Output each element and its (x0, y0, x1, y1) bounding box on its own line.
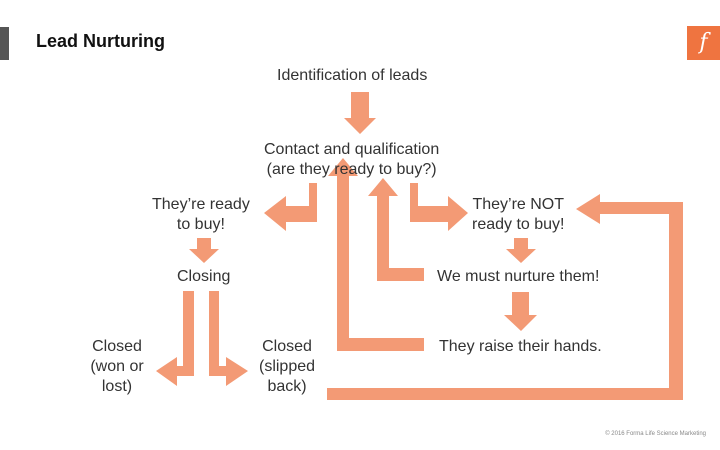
node-nurture-text: We must nurture them! (437, 268, 600, 285)
page-title: Lead Nurturing (36, 31, 165, 51)
node-ready-line1: They’re ready (152, 196, 250, 213)
arrow-closing-to-closed-won (156, 291, 194, 386)
node-not-ready-to-buy: They’re NOT ready to buy! (472, 195, 565, 235)
arrow-raise-hands-to-contact (328, 158, 424, 351)
arrow-nurture-to-contact (368, 178, 424, 281)
node-raise-hands: They raise their hands. (439, 337, 602, 357)
node-contact-line2: (are they ready to buy?) (266, 161, 437, 178)
forma-logo: f (687, 26, 720, 60)
node-identification-text: Identification of leads (277, 67, 428, 84)
arrow-identification-to-contact (344, 92, 376, 134)
node-ready-to-buy: They’re ready to buy! (152, 195, 250, 235)
arrow-not-ready-to-nurture (506, 238, 536, 263)
node-contact-line1: Contact and qualification (264, 141, 440, 158)
copyright-footer: © 2016 Forma Life Science Marketing (605, 431, 706, 437)
node-closing-text: Closing (177, 268, 231, 285)
node-closed-won-line1: Closed (92, 338, 142, 355)
node-not-ready-line2: ready to buy! (472, 216, 565, 233)
node-closing: Closing (177, 267, 230, 287)
arrow-nurture-to-raise-hands (504, 292, 537, 331)
node-raise-hands-text: They raise their hands. (439, 338, 602, 355)
node-closed-won-lost: Closed (won or lost) (86, 337, 148, 397)
node-closed-slipped-line1: Closed (262, 338, 312, 355)
node-not-ready-line1: They’re NOT (472, 196, 565, 213)
node-closed-slipped-line3: back) (267, 378, 307, 395)
node-nurture: We must nurture them! (437, 267, 599, 287)
title-accent-bar (0, 27, 9, 60)
node-closed-won-line3: lost) (101, 378, 133, 395)
arrow-contact-to-not-ready (410, 183, 468, 231)
node-identification: Identification of leads (277, 66, 427, 86)
node-closed-won-line2: (won or (90, 358, 144, 375)
node-ready-line2: to buy! (176, 216, 225, 233)
node-closed-slipped-line2: (slipped (258, 358, 316, 375)
node-closed-slipped-back: Closed (slipped back) (253, 337, 321, 397)
node-contact-qualification: Contact and qualification (are they read… (264, 140, 439, 180)
arrow-ready-to-closing (189, 238, 219, 263)
arrow-contact-to-ready (264, 183, 317, 231)
arrow-closing-to-closed-slipped (209, 291, 248, 386)
